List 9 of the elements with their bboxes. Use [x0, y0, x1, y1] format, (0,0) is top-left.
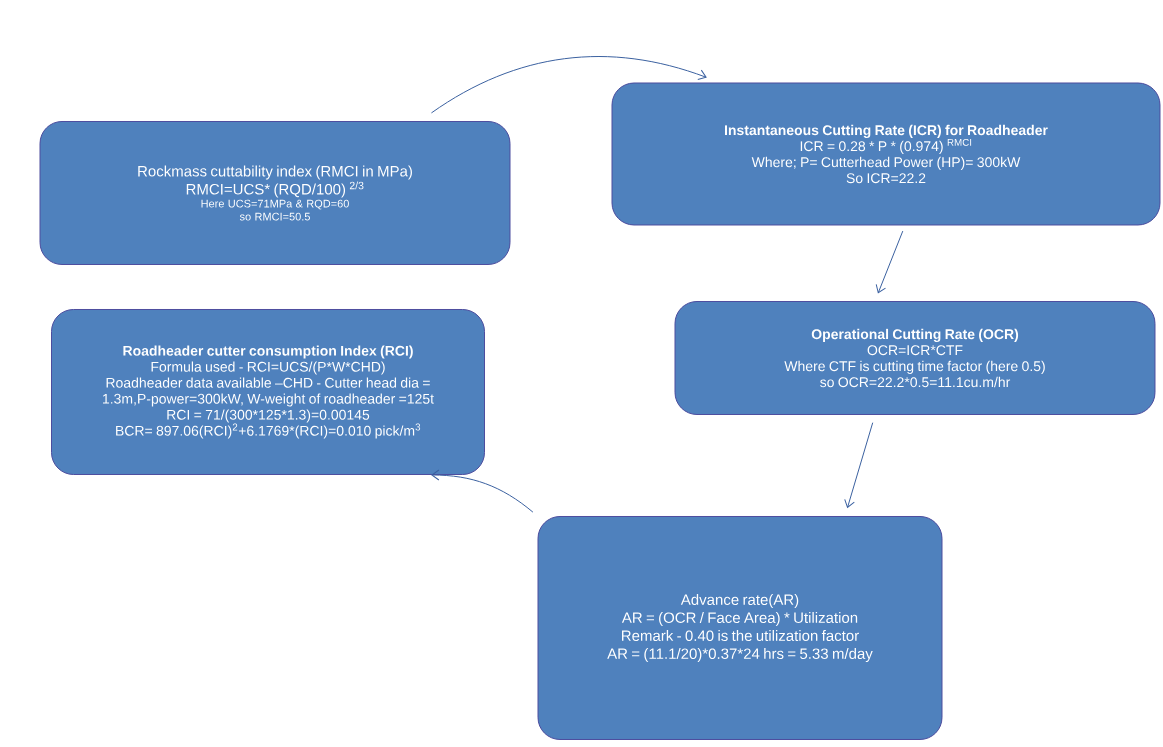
arrow	[431, 469, 534, 513]
process-box: Advance rate(AR) AR = (OCR / Face Area) * Utilization Remark - 0.40 is the utilization factor AR = (11.1/20)*0.37*24 hrs = 5.33 m/day	[537, 516, 943, 740]
arrow	[875, 230, 904, 294]
process-box: Operational Cutting Rate (OCR) OCR=ICR*CTF Where CTF is cutting time factor (here 0.5) so OCR=22.2*0.5=11.1cu.m/hr	[674, 301, 1156, 415]
process-box: Roadheader cutter consumption Index (RCI) Formula used - RCI=UCS/(P*W*CHD) Roadheader data available –CHD - Cutter head dia = 1.3m,P-power=300kW, W-weight of roadheader =125t RCI = 71/(300*125*1.3)=0.00145 BCR= 897.06(RCI)$^{2}$+6.1769*(RCI)=0.010 pick/m$^{3}$	[51, 309, 485, 475]
process-box: Rockmass cuttability index (RMCI in MPa) RMCI=UCS* (RQD/100) $^{2/3}$ Here UCS=71MPa & RQD=60 so RMCI=50.5	[39, 121, 511, 265]
process-box: Instantaneous Cutting Rate (ICR) for Roadheader ICR = 0.28 * P * (0.974) $^{RMCI}$ Where; P= Cutterhead Power (HP)= 300kW So ICR=22.2	[611, 82, 1161, 226]
arrow	[844, 422, 874, 508]
arrow	[430, 56, 707, 114]
